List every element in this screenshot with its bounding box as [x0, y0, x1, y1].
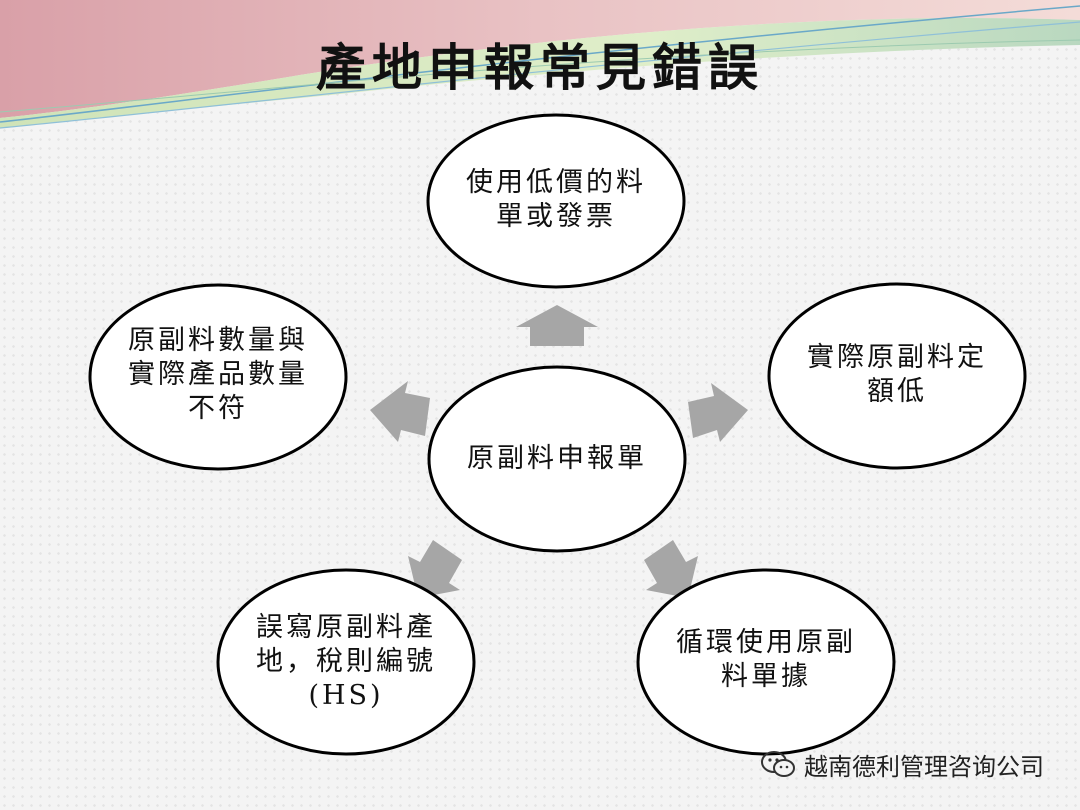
arrow-right: [688, 383, 748, 442]
node-left-label: 原副料數量與 實際產品數量 不符: [128, 325, 308, 424]
node-top-ellipse: [426, 113, 686, 289]
node-center-ellipse: [427, 365, 687, 553]
node-right-ellipse: [767, 282, 1027, 470]
node-left: 原副料數量與 實際產品數量 不符: [98, 300, 338, 450]
node-left-ellipse: [88, 283, 348, 471]
node-top: 使用低價的料 單或發票: [436, 130, 676, 270]
arrow-down-right: [644, 540, 698, 598]
arrow-down-left: [408, 540, 462, 598]
node-right: 實際原副料定 額低: [777, 300, 1017, 450]
watermark-text: 越南德利管理咨询公司: [804, 753, 1044, 781]
arrow-up: [516, 305, 598, 346]
wechat-icon: [761, 750, 795, 777]
node-bottom-left: 誤寫原副料產 地，稅則編號 (HS): [226, 587, 466, 737]
node-bottom-right: 循環使用原副 料單據: [646, 585, 886, 735]
watermark: 越南德利管理咨询公司: [760, 747, 1044, 782]
header-banner: [0, 0, 1080, 129]
node-center-label: 原副料申報單: [467, 443, 647, 474]
node-bottom-right-label: 循環使用原副 料單據: [676, 627, 856, 692]
node-bottom-left-ellipse: [216, 568, 476, 756]
arrow-left: [370, 381, 430, 442]
node-top-label: 使用低價的料 單或發票: [466, 167, 646, 232]
node-bottom-left-label: 誤寫原副料產 地，稅則編號 (HS): [256, 612, 436, 711]
node-right-label: 實際原副料定 額低: [807, 342, 987, 407]
page-title: 產地申報常見錯誤: [316, 38, 764, 97]
node-center: 原副料申報單: [437, 384, 677, 534]
